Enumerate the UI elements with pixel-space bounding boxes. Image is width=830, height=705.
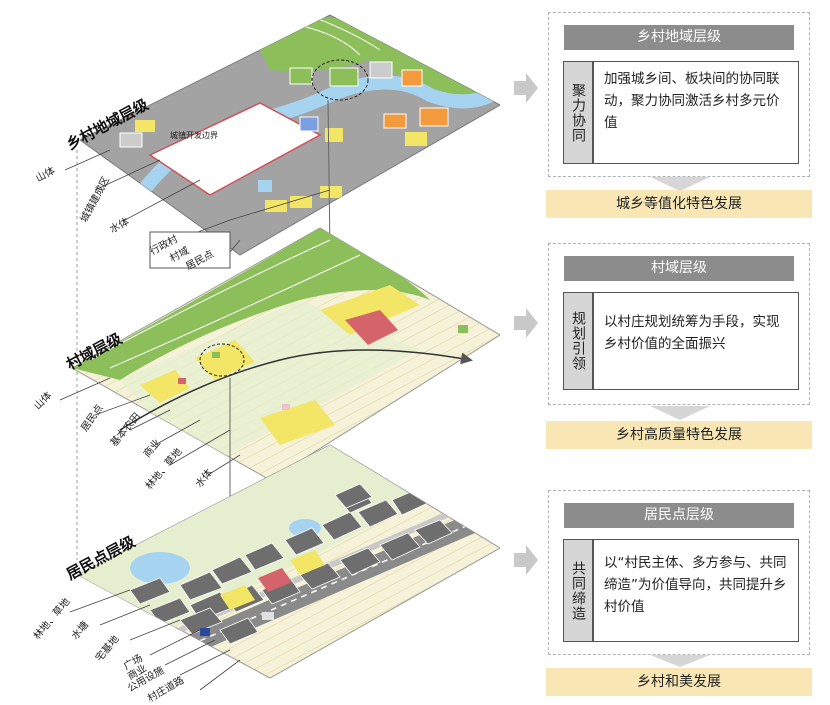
label-pond: 水塘 bbox=[68, 618, 91, 642]
focus-ellipse bbox=[311, 59, 369, 101]
down-arrow-2 bbox=[650, 406, 710, 420]
focus-ellipse-2 bbox=[199, 343, 245, 377]
boundary-label: 城镇开发边界 bbox=[170, 130, 218, 140]
panel-header: 居民点层级 bbox=[564, 503, 794, 528]
panel-body-text: 以“村民主体、多方参与、共同缔造”为价值导向，共同提升乡村价值 bbox=[593, 539, 799, 642]
label-commerce-2: 商业 bbox=[140, 436, 163, 460]
panel-village: 村域层级 规划引领 以村庄规划统筹为手段，实现乡村价值的全面振兴 bbox=[548, 243, 810, 405]
panel-body-text: 以村庄规划统筹为手段，实现乡村价值的全面振兴 bbox=[593, 292, 799, 390]
label-homestead: 宅基地 bbox=[92, 633, 121, 664]
down-arrow-3 bbox=[650, 655, 710, 667]
urban-built-area bbox=[148, 102, 322, 196]
panel-side-label: 共同缔造 bbox=[563, 539, 593, 642]
side-arrow-3 bbox=[514, 545, 538, 575]
panel-header: 村域层级 bbox=[564, 256, 794, 281]
connector-1 bbox=[325, 99, 334, 252]
panel-settlement: 居民点层级 共同缔造 以“村民主体、多方参与、共同缔造”为价值导向，共同提升乡村… bbox=[548, 490, 810, 655]
label-mountain-2: 山体 bbox=[32, 389, 55, 412]
side-arrow-2 bbox=[514, 308, 538, 338]
layered-diagram: 城镇开发边界 乡村地域层级 山体 城镇建成区 水体 行政村 村域 居民点 bbox=[30, 14, 500, 705]
label-mountain: 山体 bbox=[34, 165, 57, 185]
down-arrow-1 bbox=[650, 177, 710, 191]
label-water-2: 水体 bbox=[193, 467, 215, 490]
result-village: 乡村高质量特色发展 bbox=[546, 421, 812, 449]
label-forest-3: 林地、草地 bbox=[30, 595, 72, 642]
layer-settlement: 居民点层级 林地、草地 水塘 宅基地 广场 商业 公用设施 村庄道路 bbox=[30, 444, 500, 705]
panel-body-text: 加强城乡间、板块间的协同联动，聚力协同激活乡村多元价值 bbox=[593, 61, 799, 164]
mountain-area-2 bbox=[72, 228, 430, 380]
layer-village: 村域层级 山体 居民点 基本农田 商业 林地、草地 水体 bbox=[32, 227, 500, 492]
result-settlement: 乡村和美发展 bbox=[546, 668, 812, 696]
label-urban-area: 城镇建成区 bbox=[77, 174, 112, 224]
side-arrow-1 bbox=[514, 73, 538, 103]
panel-side-label: 规划引领 bbox=[563, 292, 593, 390]
panel-regional: 乡村地域层级 聚力协同 加强城乡间、板块间的协同联动，聚力协同激活乡村多元价值 bbox=[548, 12, 810, 177]
layer-regional: 城镇开发边界 乡村地域层级 山体 城镇建成区 水体 行政村 村域 居民点 bbox=[34, 14, 500, 273]
panel-side-label: 聚力协同 bbox=[563, 61, 593, 164]
result-regional: 城乡等值化特色发展 bbox=[546, 190, 812, 218]
panel-header: 乡村地域层级 bbox=[564, 25, 794, 50]
label-settlement-2: 居民点 bbox=[79, 402, 106, 433]
village-label-box bbox=[149, 231, 231, 269]
label-farmland: 基本农田 bbox=[107, 410, 143, 449]
